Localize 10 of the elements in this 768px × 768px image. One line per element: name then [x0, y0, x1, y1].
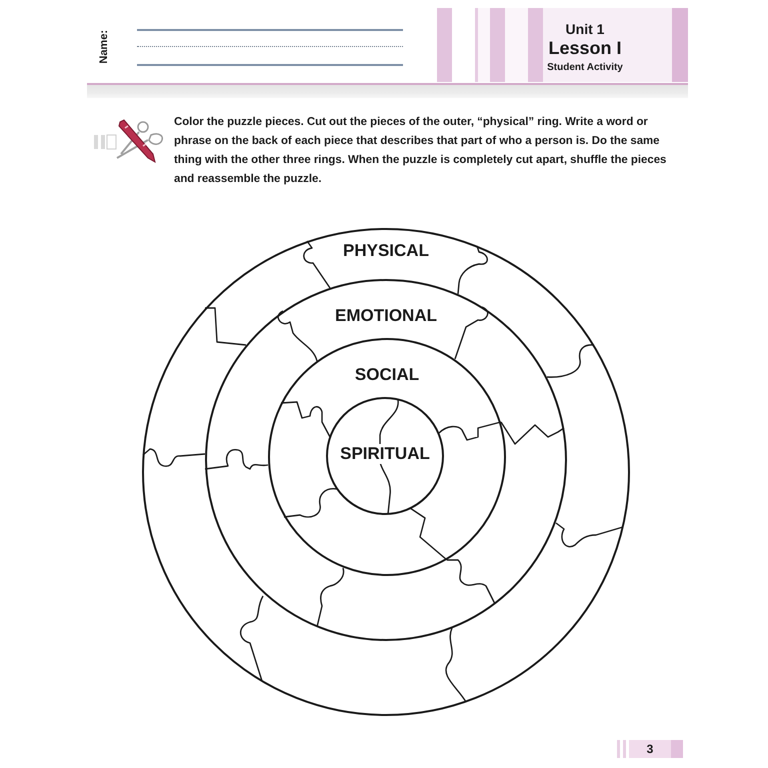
center-circle [326, 397, 444, 515]
puzzle-ring [268, 338, 506, 576]
ring-label: SPIRITUAL [338, 444, 432, 464]
lesson-title: Lesson I [548, 38, 622, 59]
puzzle-ring [205, 279, 567, 641]
name-label: Name: [98, 30, 110, 64]
instructions-text: Color the puzzle pieces. Cut out the pieces of the outer, “physical” ring. Write a word or phrase on the back of each piece that describes that part of who a person is. Do the same thing with the other three rings. When the puzzle is completely cut apart, shuffle the pieces and reassemble the puzzle. [174, 115, 668, 187]
page-number: 3 [617, 740, 683, 758]
unit-label: Unit 1 [566, 21, 604, 37]
activity-label: Student Activity [547, 62, 623, 73]
